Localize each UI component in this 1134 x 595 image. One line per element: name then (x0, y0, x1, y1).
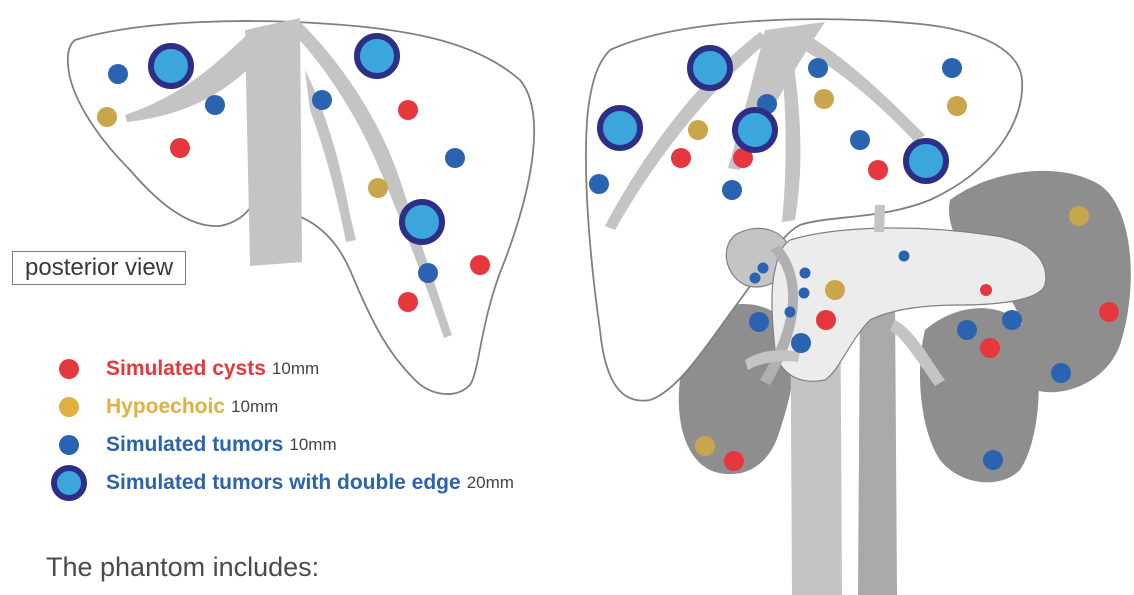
legend-size-double: 20mm (467, 473, 514, 493)
legend-item-cyst: Simulated cysts 10mm (46, 350, 514, 388)
vena-cava (858, 300, 897, 595)
double-edge-tumor-marker (690, 48, 730, 88)
includes-heading: The phantom includes: (46, 552, 319, 583)
hypoechoic-marker (814, 89, 834, 109)
tumor-marker (785, 307, 796, 318)
hypoechoic-swatch-icon (59, 397, 79, 417)
hypoechoic-marker (97, 107, 117, 127)
cyst-marker (868, 160, 888, 180)
legend-label-double: Simulated tumors with double edge (106, 471, 461, 495)
tumor-marker (942, 58, 962, 78)
cyst-marker (980, 338, 1000, 358)
tumor-marker (205, 95, 225, 115)
hypoechoic-marker (825, 280, 845, 300)
anterior-view (586, 19, 1131, 595)
tumor-marker (850, 130, 870, 150)
cyst-marker (671, 148, 691, 168)
tumor-marker (589, 174, 609, 194)
legend-item-double: Simulated tumors with double edge 20mm (46, 464, 514, 502)
tumor-swatch-icon (59, 435, 79, 455)
cyst-marker (1099, 302, 1119, 322)
legend-size-cyst: 10mm (272, 359, 319, 379)
tumor-marker (791, 333, 811, 353)
posterior-liver (68, 18, 534, 394)
tumor-marker (1051, 363, 1071, 383)
cyst-marker (816, 310, 836, 330)
cyst-swatch-icon (59, 359, 79, 379)
legend-item-tumor: Simulated tumors 10mm (46, 426, 514, 464)
double-edge-tumor-marker (151, 46, 191, 86)
legend-label-hypoechoic: Hypoechoic (106, 395, 225, 419)
tumor-marker (957, 320, 977, 340)
legend-size-tumor: 10mm (289, 435, 336, 455)
tumor-marker (758, 263, 769, 274)
legend-label-cyst: Simulated cysts (106, 357, 266, 381)
tumor-marker (312, 90, 332, 110)
portal-branch (874, 205, 885, 232)
legend: Simulated cysts 10mm Hypoechoic 10mm Sim… (46, 350, 514, 502)
tumor-marker (1002, 310, 1022, 330)
tumor-marker (899, 251, 910, 262)
legend-label-tumor: Simulated tumors (106, 433, 283, 457)
cyst-marker (980, 284, 992, 296)
double-edge-tumor-marker (357, 36, 397, 76)
tumor-marker (749, 312, 769, 332)
tumor-marker (108, 64, 128, 84)
legend-item-hypoechoic: Hypoechoic 10mm (46, 388, 514, 426)
cyst-marker (170, 138, 190, 158)
hypoechoic-marker (368, 178, 388, 198)
view-label: posterior view (12, 251, 186, 285)
legend-size-hypoechoic: 10mm (231, 397, 278, 417)
double-edge-tumor-marker (402, 202, 442, 242)
hypoechoic-marker (695, 436, 715, 456)
double-edge-tumor-marker (906, 141, 946, 181)
cyst-marker (470, 255, 490, 275)
double-edge-swatch-icon (51, 465, 87, 501)
double-edge-tumor-marker (600, 108, 640, 148)
double-edge-tumor-marker (735, 110, 775, 150)
tumor-marker (445, 148, 465, 168)
tumor-marker (808, 58, 828, 78)
tumor-marker (800, 268, 811, 279)
tumor-marker (983, 450, 1003, 470)
cyst-marker (398, 100, 418, 120)
cyst-marker (398, 292, 418, 312)
hypoechoic-marker (1069, 206, 1089, 226)
tumor-marker (418, 263, 438, 283)
tumor-marker (750, 273, 761, 284)
cyst-marker (724, 451, 744, 471)
kidney-right-lower (920, 308, 1039, 482)
hypoechoic-marker (688, 120, 708, 140)
hypoechoic-marker (947, 96, 967, 116)
tumor-marker (722, 180, 742, 200)
tumor-marker (799, 288, 810, 299)
